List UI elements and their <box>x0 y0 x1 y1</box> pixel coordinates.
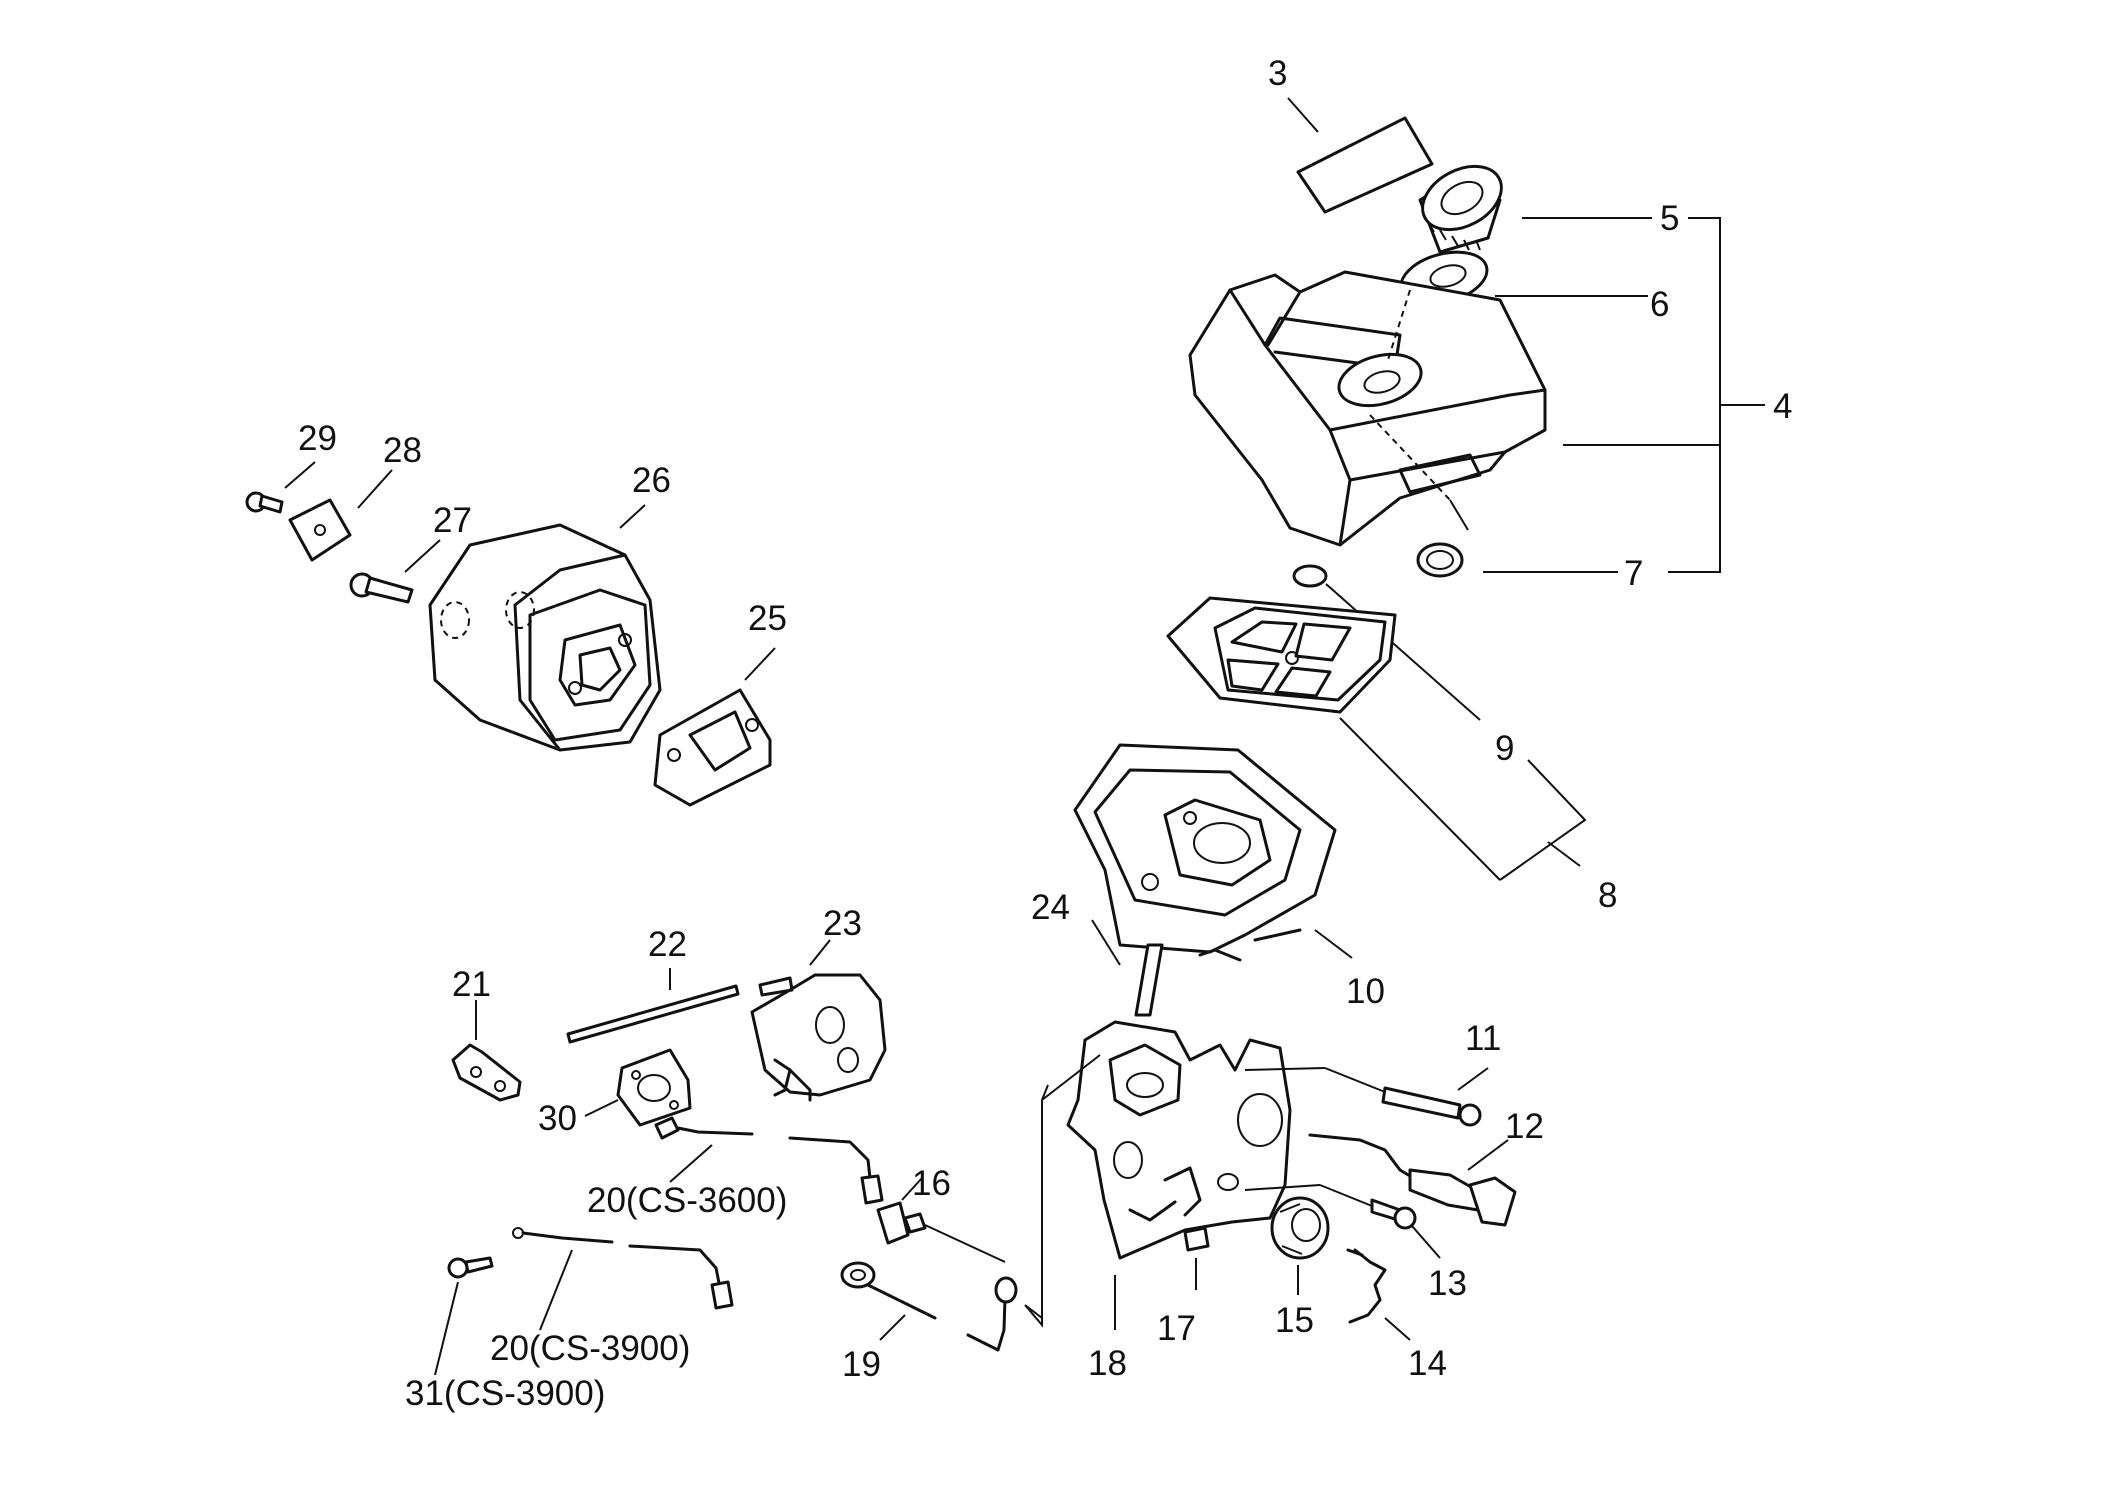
part-20-cs3900-wire <box>512 1227 734 1331</box>
part-12-choke-knob <box>1308 1133 1517 1227</box>
part-18-throttle-housing <box>1066 1020 1292 1330</box>
part-16-stop-switch <box>876 1177 1006 1263</box>
part-24-stud <box>1091 919 1164 1017</box>
label-part-3: 3 <box>1268 54 1287 93</box>
label-part-8: 8 <box>1598 876 1617 915</box>
part-15-grommet <box>1270 1196 1330 1295</box>
part-28-lock-plate <box>288 469 393 562</box>
label-part-30: 30 <box>538 1099 577 1138</box>
part-4-air-cleaner-cover <box>1188 270 1547 547</box>
part-23-carburetor <box>750 939 887 1102</box>
part-22-impulse-tube <box>566 968 740 1044</box>
label-part-6: 6 <box>1650 285 1669 324</box>
label-part-13: 13 <box>1428 1264 1467 1303</box>
part-31-screw <box>434 1256 494 1376</box>
part-27-bolt <box>349 539 441 604</box>
label-part-22: 22 <box>648 925 687 964</box>
label-part-12: 12 <box>1505 1107 1544 1146</box>
label-part-31-cs3900: 31(CS-3900) <box>405 1374 605 1413</box>
part-25-muffler-gasket <box>653 647 776 807</box>
label-part-10: 10 <box>1346 972 1385 1011</box>
label-part-23: 23 <box>823 904 862 943</box>
part-10-filter-base <box>1073 743 1353 962</box>
part-29-screw <box>245 461 316 514</box>
label-part-21: 21 <box>452 965 491 1004</box>
label-part-20-cs3900: 20(CS-3900) <box>490 1329 690 1368</box>
label-part-9: 9 <box>1495 729 1514 768</box>
label-part-4: 4 <box>1773 387 1792 426</box>
part-19-ground-lead <box>840 1054 1101 1352</box>
part-5-knob <box>1418 164 1503 254</box>
label-part-18: 18 <box>1088 1344 1127 1383</box>
label-part-11: 11 <box>1465 1019 1501 1058</box>
bracket-4 <box>1483 217 1765 573</box>
label-part-26: 26 <box>632 461 671 500</box>
label-part-16: 16 <box>912 1164 951 1203</box>
part-11-bolt <box>1244 1067 1489 1127</box>
label-part-7: 7 <box>1624 554 1643 593</box>
label-part-25: 25 <box>748 599 787 638</box>
part-13-screw <box>1244 1184 1441 1259</box>
label-part-19: 19 <box>842 1345 881 1384</box>
part-14-throttle-rod <box>1346 1248 1411 1341</box>
label-part-28: 28 <box>383 431 422 470</box>
part-9-grommet <box>1292 564 1481 721</box>
part-8-air-filter <box>1166 596 1587 881</box>
label-part-15: 15 <box>1275 1301 1314 1340</box>
label-part-24: 24 <box>1031 888 1070 927</box>
part-21-clamp <box>451 1000 522 1102</box>
part-17-pad <box>1183 1226 1210 1290</box>
part-26-muffler <box>428 504 662 752</box>
label-part-5: 5 <box>1660 199 1679 238</box>
label-part-20-cs3600: 20(CS-3600) <box>587 1181 787 1220</box>
label-part-17: 17 <box>1157 1309 1196 1348</box>
part-30-gasket <box>584 1048 692 1127</box>
part-labels: 3 5 6 4 7 9 8 10 24 11 12 13 14 15 16 17… <box>298 54 1792 1413</box>
label-part-14: 14 <box>1408 1344 1447 1383</box>
part-7-o-ring <box>1416 542 1464 578</box>
label-part-29: 29 <box>298 419 337 458</box>
label-part-27: 27 <box>433 501 472 540</box>
part-20-cs3600-wire <box>654 1116 884 1205</box>
part-3-label-plate <box>1287 97 1434 214</box>
